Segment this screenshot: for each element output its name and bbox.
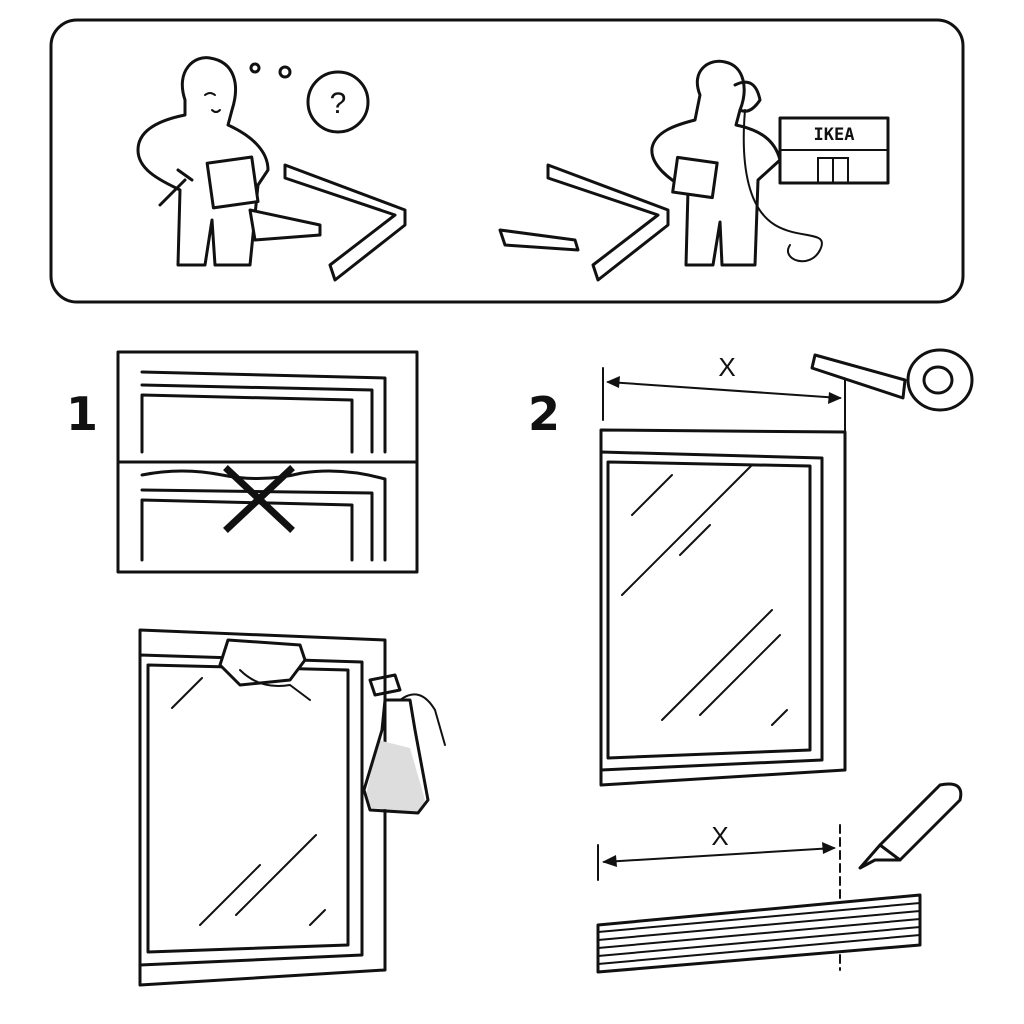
utility-knife-icon [858,782,963,870]
cut-blind-illustration: X [596,782,963,974]
width-label-x: X [718,352,735,382]
cloth [218,638,307,687]
step-2-number: 2 [528,387,560,441]
furniture-parts-left [248,163,407,282]
question-mark: ? [330,87,347,120]
furniture-parts-right [498,163,670,282]
cleaning-window-illustration [138,628,446,987]
help-panel: ? IKEA [49,18,965,304]
tape-measure-icon [810,348,974,412]
phoning-person-figure [650,59,823,267]
blind-width-label-x: X [711,821,728,851]
ikea-store: IKEA [778,116,890,185]
measure-window-illustration: X [599,348,974,787]
pleated-blind [596,893,922,974]
step-1-number: 1 [66,387,98,441]
x-mark-icon [223,465,295,533]
confused-person-figure: ? [136,56,370,267]
ikea-sign: IKEA [814,125,855,145]
question-bubble [306,70,370,134]
spray-bottle [362,673,446,815]
step-1-frame-check [116,350,419,574]
